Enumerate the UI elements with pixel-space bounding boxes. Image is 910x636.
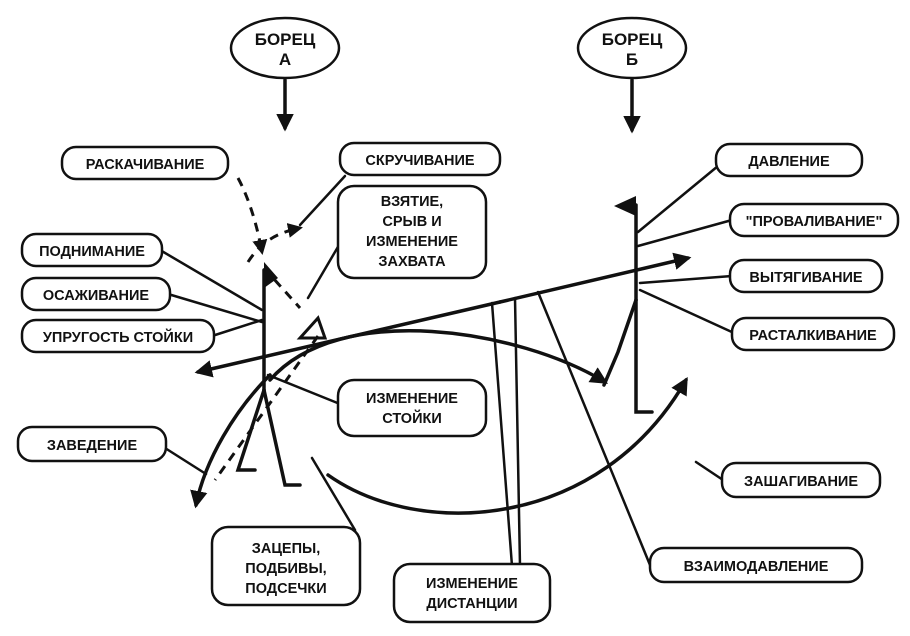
rastalkivanie-connector <box>638 288 736 335</box>
zacepy-connector <box>310 456 357 532</box>
vzaimodavlenie-connector <box>536 290 652 567</box>
label-skruchivanie: СКРУЧИВАНИЕ <box>338 141 502 177</box>
vzyatie-connector <box>306 238 344 300</box>
wrestler-a-left-leg <box>235 388 266 472</box>
osazhivanie-text: ОСАЖИВАНИЕ <box>43 288 150 304</box>
label-rastalkivanie: РАСТАЛКИВАНИЕ <box>730 316 896 352</box>
davlenie-text: ДАВЛЕНИЕ <box>748 154 830 170</box>
label-izmenenie-stoyki: ИЗМЕНЕНИЕ СТОЙКИ <box>336 378 488 438</box>
raskachivanie-text: РАСКАЧИВАНИЕ <box>86 157 205 173</box>
label-raskachivanie: РАСКАЧИВАНИЕ <box>60 145 230 181</box>
wrestler-a-flag-icon <box>264 262 278 288</box>
zacepy-text-2: ПОДБИВЫ, <box>245 561 326 577</box>
label-provalivanie: "ПРОВАЛИВАНИЕ" <box>728 202 900 238</box>
wrestler-a-label: БОРЕЦ <box>255 30 316 49</box>
podnimanie-connector <box>158 248 264 312</box>
wrestler-a-letter: А <box>279 50 291 69</box>
wrestler-b-label: БОРЕЦ <box>602 30 663 49</box>
label-izmenenie-distancii: ИЗМЕНЕНИЕ ДИСТАНЦИИ <box>392 562 552 624</box>
wrestler-b-figure <box>602 196 654 414</box>
zavedenie-text: ЗАВЕДЕНИЕ <box>47 438 138 454</box>
provalivanie-text: "ПРОВАЛИВАНИЕ" <box>746 214 883 230</box>
label-vzyatie: ВЗЯТИЕ, СРЫВ И ИЗМЕНЕНИЕ ЗАХВАТА <box>336 184 488 280</box>
uprugost-text: УПРУГОСТЬ СТОЙКИ <box>43 328 193 346</box>
wrestler-b-letter: Б <box>626 50 638 69</box>
wrestler-a-oval <box>229 16 341 80</box>
skruchivanie-text: СКРУЧИВАНИЕ <box>365 153 475 169</box>
izmenenie-distancii-text-1: ИЗМЕНЕНИЕ <box>426 576 518 592</box>
wrestler-b-left-leg <box>602 298 638 387</box>
wrestler-b-oval <box>576 16 688 80</box>
arc-arrow-bottom <box>326 376 688 515</box>
vytyagivanie-connector <box>638 274 734 285</box>
skruchivanie-dashed-arrow <box>246 223 303 263</box>
vzyatie-text-2: СРЫВ И <box>382 214 441 230</box>
distancia-connector-1 <box>490 301 514 568</box>
wrestler-a-dashed-body <box>213 335 320 481</box>
vzyatie-text-1: ВЗЯТИЕ, <box>381 194 443 210</box>
davlenie-connector <box>636 164 720 234</box>
izmenenie-distancii-text-2: ДИСТАНЦИИ <box>426 596 517 612</box>
wrestler-a-triangle-icon <box>296 315 328 340</box>
provalivanie-connector <box>636 218 734 248</box>
izmenenie-stoyki-text-1: ИЗМЕНЕНИЕ <box>366 391 458 407</box>
vzaimodavlenie-text: ВЗАИМОДАВЛЕНИЕ <box>684 559 829 575</box>
label-vytyagivanie: ВЫТЯГИВАНИЕ <box>728 258 884 294</box>
label-uprugost: УПРУГОСТЬ СТОЙКИ <box>20 318 216 354</box>
uprugost-connector <box>210 318 264 338</box>
wrestler-a-right-leg <box>262 388 302 487</box>
zashagivanie-text: ЗАШАГИВАНИЕ <box>744 474 858 490</box>
vzyatie-text-3: ИЗМЕНЕНИЕ <box>366 234 458 250</box>
label-zavedenie: ЗАВЕДЕНИЕ <box>16 425 168 463</box>
label-podnimanie: ПОДНИМАНИЕ <box>20 232 164 268</box>
label-osazhivanie: ОСАЖИВАНИЕ <box>20 276 172 312</box>
zacepy-text-3: ПОДСЕЧКИ <box>245 581 326 597</box>
zavedenie-connector <box>163 446 208 476</box>
wrestler-b-flag-icon <box>614 196 636 216</box>
zavedenie-arrow <box>190 373 272 509</box>
wrestler-b-right-leg <box>634 298 654 414</box>
wrestler-a-figure <box>213 262 328 487</box>
label-davlenie: ДАВЛЕНИЕ <box>714 142 864 178</box>
podnimanie-text: ПОДНИМАНИЕ <box>39 244 145 260</box>
label-zacepy: ЗАЦЕПЫ, ПОДБИВЫ, ПОДСЕЧКИ <box>210 525 362 607</box>
distancia-connector-2 <box>513 296 522 568</box>
izmenenie-stoyki-text-2: СТОЙКИ <box>382 409 442 427</box>
osazhivanie-connector <box>166 292 264 324</box>
label-vzaimodavlenie: ВЗАИМОДАВЛЕНИЕ <box>648 546 864 584</box>
zacepy-text-1: ЗАЦЕПЫ, <box>252 541 320 557</box>
wrestler-a-node: БОРЕЦ А <box>229 16 341 132</box>
vzyatie-text-4: ЗАХВАТА <box>378 254 446 270</box>
wrestler-a-lean-dashed <box>262 266 302 310</box>
label-zashagivanie: ЗАШАГИВАНИЕ <box>720 461 882 499</box>
skruchivanie-connector <box>298 174 347 227</box>
vytyagivanie-text: ВЫТЯГИВАНИЕ <box>749 270 863 286</box>
wrestler-b-node: БОРЕЦ Б <box>576 16 688 134</box>
izmenenie-stoyki-connector <box>266 373 342 406</box>
raskachivanie-dashed-arrow <box>236 177 268 255</box>
pull-arrow-right <box>498 252 692 304</box>
rastalkivanie-text: РАСТАЛКИВАНИЕ <box>749 328 877 344</box>
